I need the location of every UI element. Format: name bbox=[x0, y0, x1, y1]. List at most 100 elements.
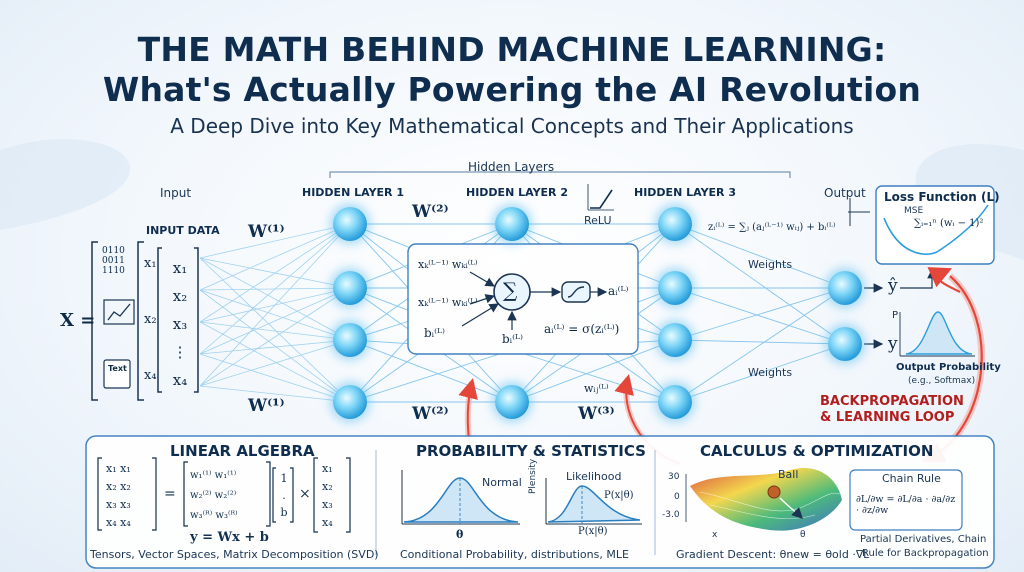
input-connection-line bbox=[199, 223, 351, 387]
vector-entry: x₃ bbox=[172, 315, 188, 333]
theta-label: θ bbox=[456, 528, 464, 541]
chain-caption-line-1: Partial Derivatives, Chain bbox=[860, 534, 987, 545]
weight-label-w2-bottom: W⁽²⁾ bbox=[412, 404, 449, 424]
weight-label-w2-top: W⁽²⁾ bbox=[412, 202, 449, 222]
axis-tick-0: 0 bbox=[674, 492, 680, 502]
connection-line bbox=[511, 349, 676, 403]
axis-tick-neg3: -3.0 bbox=[662, 510, 680, 520]
input-label: Input bbox=[160, 186, 192, 200]
axis-tick-30: 30 bbox=[668, 472, 680, 482]
layer-label-2: HIDDEN LAYER 2 bbox=[466, 186, 569, 199]
weights-text-bottom: Weights bbox=[748, 366, 793, 379]
input-connection-line bbox=[199, 321, 351, 403]
hidden-neuron bbox=[333, 271, 367, 305]
matrix-row: w₂⁽²⁾ w₂⁽²⁾ bbox=[190, 490, 237, 501]
vector-entry: 1 bbox=[280, 472, 288, 485]
loss-formula: ∑ᵢ₌₁ⁿ (wᵢ − 1)² bbox=[914, 218, 984, 229]
hidden-layers-label: Hidden Layers bbox=[468, 160, 555, 174]
input-connection-line bbox=[199, 287, 351, 387]
x-name-1: x₁ bbox=[144, 256, 157, 271]
p-x-theta-top: P(x|θ) bbox=[604, 490, 634, 501]
hidden-neuron bbox=[495, 385, 529, 419]
input-connection-line bbox=[199, 353, 351, 403]
input-connection-line bbox=[199, 289, 351, 341]
vector-entry: x₁ bbox=[172, 259, 188, 277]
hidden-neuron bbox=[658, 385, 692, 419]
hidden-neuron bbox=[333, 207, 367, 241]
hidden-neuron bbox=[333, 323, 367, 357]
binary-line: 0110 bbox=[102, 246, 125, 256]
vector-entry: b bbox=[280, 506, 288, 519]
connection-line bbox=[674, 287, 846, 341]
connection-line bbox=[674, 223, 846, 345]
connection-line bbox=[674, 339, 846, 345]
y-label: y bbox=[888, 334, 898, 354]
matrix-row: x₁ x₁ bbox=[106, 462, 131, 475]
relu-label: ReLU bbox=[584, 214, 612, 227]
connection-line bbox=[674, 343, 846, 403]
matrix-row: x₂ x₂ bbox=[106, 480, 131, 493]
vector-entry: x₃ bbox=[322, 498, 333, 511]
connection-line bbox=[674, 223, 846, 289]
output-neuron bbox=[828, 327, 862, 361]
calculus-title: CALCULUS & OPTIMIZATION bbox=[700, 442, 934, 460]
mse-label: MSE bbox=[904, 206, 924, 216]
input-connection-line bbox=[199, 289, 351, 403]
density-axis-label: Plensity bbox=[528, 458, 538, 494]
hidden-neuron bbox=[495, 207, 529, 241]
matrix-w: w₁⁽¹⁾ w₁⁽¹⁾ w₂⁽²⁾ w₂⁽²⁾ w₃⁽ᴿ⁾ w₃⁽ᴿ⁾ bbox=[190, 466, 238, 526]
subtitle: A Deep Dive into Key Mathematical Concep… bbox=[170, 114, 854, 138]
hidden-neuron bbox=[333, 385, 367, 419]
vector-entry: x₂ bbox=[322, 480, 333, 493]
detail-bias-below: bᵢ⁽ᴸ⁾ bbox=[502, 332, 524, 346]
input-connection-line bbox=[199, 223, 351, 259]
vector-entry: x₄ bbox=[172, 371, 188, 389]
text-document-icon: Text bbox=[108, 364, 127, 373]
input-connection-line bbox=[199, 385, 351, 403]
ball-label: Ball bbox=[778, 468, 799, 481]
input-vector: x₁ x₂ x₃ ⋮ x₄ bbox=[168, 254, 192, 394]
weight-label-w1-bottom: W⁽¹⁾ bbox=[248, 396, 285, 416]
vector-entry: x₁ bbox=[322, 462, 333, 475]
backprop-line-2: & LEARNING LOOP bbox=[820, 410, 955, 425]
gradient-descent-caption: Gradient Descent: θnew = θold ·∇L bbox=[676, 548, 870, 561]
weight-label-w3: W⁽³⁾ bbox=[578, 404, 615, 424]
wij-label: wᵢⱼ⁽ᴸ⁾ bbox=[584, 382, 609, 395]
layer-label-1: HIDDEN LAYER 1 bbox=[302, 186, 405, 199]
output-prob-subtitle: (e.g., Softmax) bbox=[908, 376, 976, 386]
input-connection-line bbox=[199, 223, 351, 323]
sum-symbol: ∑ bbox=[503, 278, 518, 302]
axis-x-label: x bbox=[712, 530, 718, 540]
vector-entry: x₂ bbox=[172, 287, 188, 305]
vector-entry: . bbox=[282, 489, 286, 502]
weights-text-top: Weights bbox=[748, 258, 793, 271]
binary-data: 0110 0011 1110 bbox=[102, 246, 125, 276]
detail-input-2: xₖ⁽ᴸ⁻¹⁾ wₖᵢ⁽ᴸ⁾ bbox=[418, 296, 478, 309]
chain-rule-title: Chain Rule bbox=[882, 472, 941, 485]
y-hat-label: ŷ bbox=[888, 276, 898, 296]
normal-label: Normal bbox=[482, 476, 522, 489]
linear-equation: y = Wx + b bbox=[190, 530, 269, 545]
matrix-row: w₃⁽ᴿ⁾ w₃⁽ᴿ⁾ bbox=[190, 510, 238, 521]
title-line-1: THE MATH BEHIND MACHINE LEARNING: bbox=[137, 30, 887, 69]
axis-theta-label: θ bbox=[800, 530, 806, 540]
equals-sign: = bbox=[164, 486, 176, 502]
connection-line bbox=[511, 339, 676, 403]
connection-line bbox=[674, 287, 846, 403]
times-sign: × bbox=[299, 486, 311, 502]
connection-line bbox=[349, 339, 513, 403]
detail-input-1: xₖ⁽ᴸ⁻¹⁾ wₖᵢ⁽ᴸ⁾ bbox=[418, 258, 478, 271]
matrix-row: x₃ x₃ bbox=[106, 498, 131, 511]
x-name-4: x₄ bbox=[144, 368, 157, 383]
output-label: Output bbox=[824, 186, 866, 200]
input-connection-line bbox=[199, 339, 351, 355]
vector-x: x₁ x₂ x₃ x₄ bbox=[322, 460, 333, 532]
matrix-row: x₄ x₄ bbox=[106, 516, 131, 529]
probability-title: PROBABILITY & STATISTICS bbox=[416, 442, 646, 460]
vector-b: 1 . b bbox=[279, 470, 289, 521]
p-x-theta-bottom: P(x|θ) bbox=[578, 526, 608, 537]
vector-entry: ⋮ bbox=[172, 343, 188, 361]
matrix-row: w₁⁽¹⁾ w₁⁽¹⁾ bbox=[190, 470, 237, 481]
